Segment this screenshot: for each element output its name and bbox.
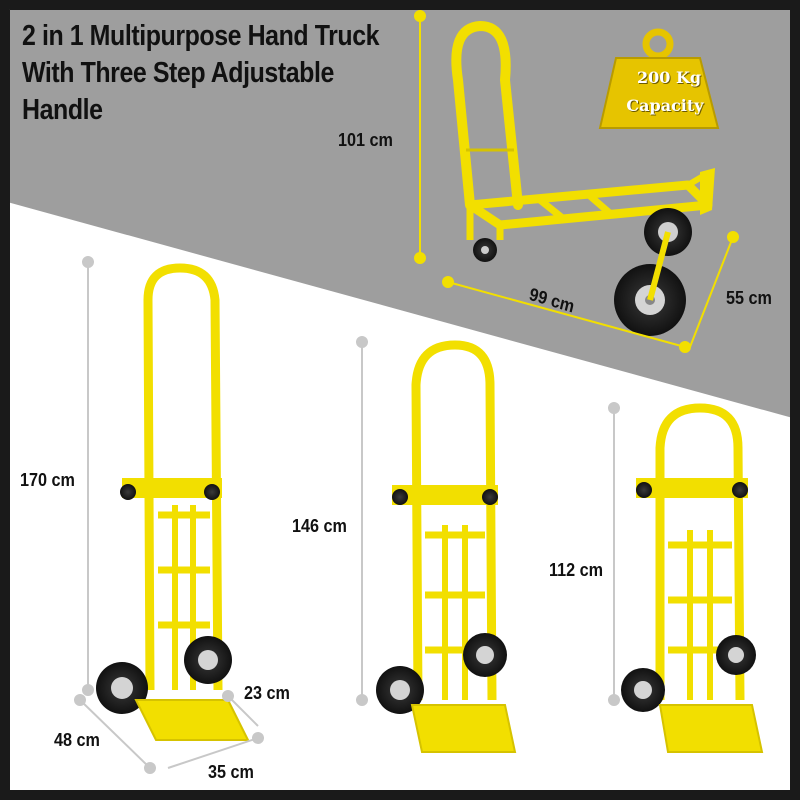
hand-truck-medium-illustration bbox=[376, 340, 517, 753]
title-line-1: 2 in 1 Multipurpose Hand Truck bbox=[22, 20, 380, 52]
product-title: 2 in 1 Multipurpose Hand Truck With Thre… bbox=[22, 18, 380, 129]
label-tall-height: 170 cm bbox=[20, 470, 75, 490]
hand-truck-short-illustration bbox=[621, 403, 764, 753]
medium-truck-dimension-line bbox=[356, 336, 368, 706]
label-platform-height: 101 cm bbox=[338, 130, 393, 150]
label-short-height: 112 cm bbox=[549, 560, 604, 580]
label-nose-depth: 23 cm bbox=[244, 683, 290, 703]
hand-truck-tall-illustration bbox=[96, 263, 250, 741]
capacity-label-text: Capacity bbox=[626, 96, 704, 115]
title-line-2: With Three Step Adjustable bbox=[22, 57, 334, 89]
label-medium-height: 146 cm bbox=[292, 516, 347, 536]
capacity-weight-text: 200 Kg bbox=[636, 68, 702, 87]
label-base-width: 48 cm bbox=[54, 730, 100, 750]
label-base-depth: 35 cm bbox=[208, 762, 254, 782]
label-platform-width: 55 cm bbox=[726, 288, 772, 308]
short-truck-dimension-line bbox=[608, 402, 620, 706]
title-line-3: Handle bbox=[22, 94, 103, 126]
